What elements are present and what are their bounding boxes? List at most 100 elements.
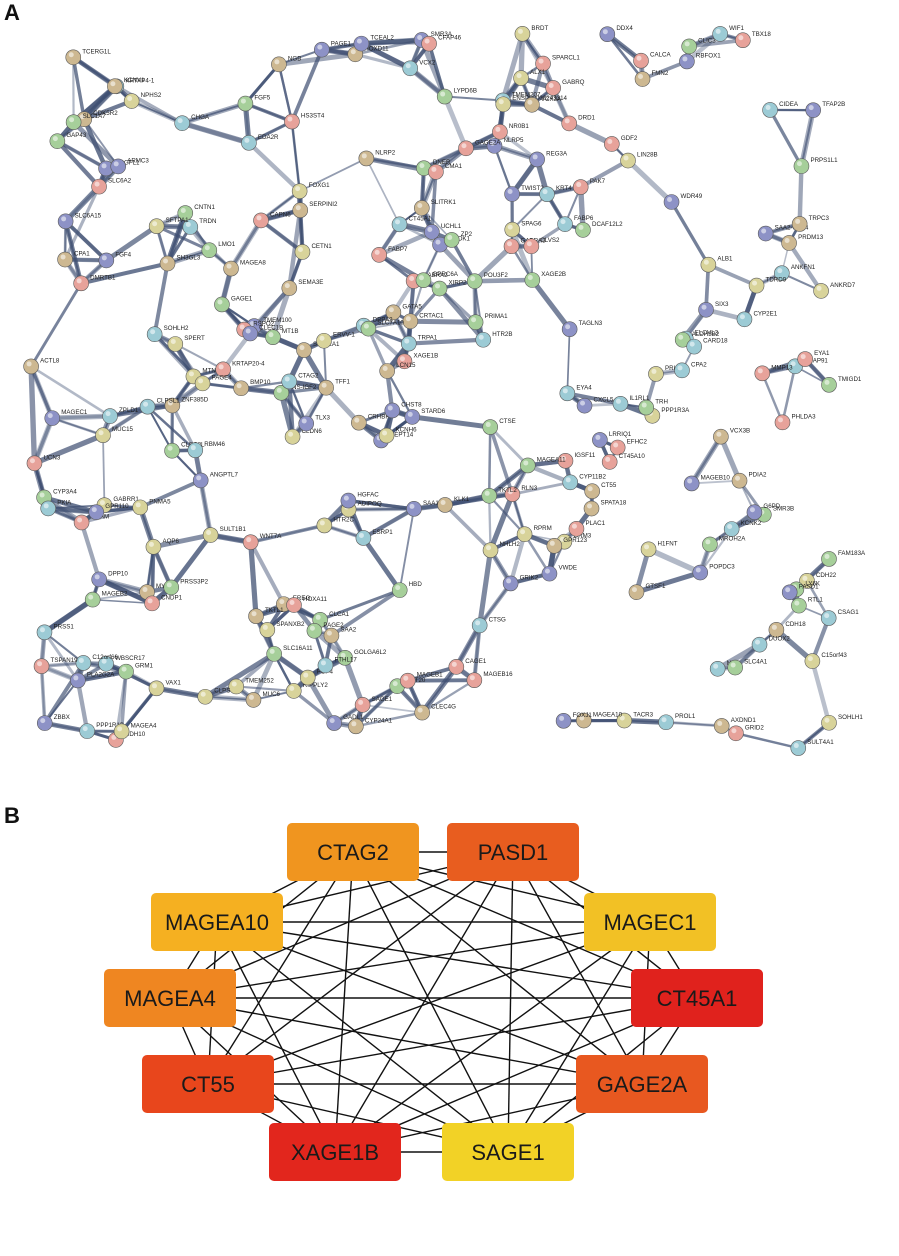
network-a-node: TSPAN19 [33, 657, 79, 674]
network-b-node: CT45A1 [631, 969, 763, 1027]
network-a-node-highlight [794, 600, 800, 606]
network-a-edge [665, 721, 722, 727]
network-a-node: TACR3 [616, 712, 654, 729]
network-a-node-label: CHST8 [401, 401, 422, 408]
network-a-node-label: KCNK2 [741, 520, 762, 527]
network-a-node-label: GAGE1 [231, 295, 253, 302]
network-a-node-circle [576, 397, 593, 414]
network-a-node-highlight [435, 283, 441, 289]
network-a-node-circle [44, 410, 61, 426]
network-a-node: WNT7A [242, 533, 282, 550]
network-a-node-highlight [667, 197, 673, 203]
network-a-node-highlight [39, 627, 45, 633]
network-a-node: DMRTB1 [73, 274, 116, 292]
network-a-node-label: CFAP46 [438, 35, 462, 42]
network-a-node: PDIA2 [731, 472, 767, 489]
network-a-node-circle [754, 365, 771, 382]
network-a-node-label: PRSS3P2 [180, 578, 208, 585]
network-a-node-circle [683, 475, 700, 492]
network-a-node-label: TSPAN19 [51, 657, 79, 664]
network-a-node-highlight [301, 418, 307, 424]
network-a-node-circle [98, 252, 115, 269]
network-a-node-label: KRTAP4-1 [125, 77, 155, 84]
network-a-edge [75, 680, 90, 732]
network-a-edge [102, 435, 106, 506]
network-a-node: KCNV1 [107, 77, 145, 95]
network-a-node-label: PRPS1L1 [810, 157, 838, 164]
network-a-node-highlight [358, 532, 364, 538]
network-a-node: MT1B [265, 328, 298, 345]
network-a-edge [787, 241, 823, 293]
network-a-node-highlight [739, 314, 745, 320]
network-a-node-label: FTHL17 [334, 656, 357, 663]
network-a-node-highlight [802, 575, 808, 581]
network-a-node-circle [612, 396, 629, 412]
network-a-node-highlight [631, 587, 637, 593]
network-a-node-label: CNDP1 [161, 594, 183, 601]
network-a-node: UCN3 [26, 454, 61, 472]
network-a-node-label: SPANXB2 [276, 621, 305, 628]
network-a-node-label: CARD18 [703, 338, 728, 345]
network-a-node: LMO1 [201, 241, 236, 259]
network-a-node-circle [713, 428, 729, 445]
network-a-node: ANKRD7 [813, 282, 856, 299]
network-a-node-highlight [571, 523, 577, 529]
network-a-node-label: GATA5 [402, 303, 422, 310]
network-a-node-highlight [538, 58, 544, 64]
network-a-node-highlight [765, 104, 771, 110]
network-a-node-highlight [121, 666, 127, 672]
network-a-node-label: HS3ST4 [301, 113, 325, 120]
network-a-node-circle [79, 723, 96, 739]
network-a-node-circle [562, 474, 579, 491]
network-a-edge [362, 704, 423, 714]
network-a-node-highlight [262, 624, 268, 630]
network-a-node-highlight [507, 489, 513, 495]
network-a-edge [31, 417, 55, 465]
network-a-node-circle [523, 238, 540, 255]
network-a-edge [454, 624, 482, 669]
network-a-node-highlight [559, 536, 565, 542]
network-a-edge [139, 478, 202, 510]
network-a-node-highlight [354, 417, 360, 423]
network-a-node-highlight [343, 495, 349, 501]
network-a-node: SOHLH2 [146, 325, 189, 343]
network-a-node-circle [797, 351, 813, 367]
network-a-node-highlight [99, 500, 105, 506]
network-a-node-highlight [578, 224, 584, 230]
network-a-node-label: HBD [409, 581, 423, 588]
network-a-node-highlight [755, 639, 761, 645]
network-a-edge [487, 427, 492, 496]
network-a-node-circle [202, 527, 219, 543]
network-a-node: CHST8 [384, 401, 422, 419]
network-b-node-label: SAGE1 [471, 1140, 544, 1165]
network-a-node: CYP24A1 [348, 717, 393, 735]
network-a-edge [28, 365, 55, 420]
network-a-node-highlight [29, 458, 35, 464]
network-a-node-label: ACTL8 [40, 357, 60, 364]
network-a-edge [427, 43, 447, 98]
network-a-node: RBM46 [187, 441, 225, 458]
network-a-node-label: MTNR1B [202, 367, 227, 374]
network-a-node-highlight [47, 413, 53, 419]
network-a-node: PLA2G2A [70, 671, 115, 689]
network-a-node-circle [821, 714, 837, 731]
network-a-node: CLDN6 [284, 428, 322, 445]
network-a-node: LYPD6B [436, 88, 477, 105]
network-a-node-label: MMP13 [771, 364, 793, 371]
network-a-node-label: MROH2A [719, 535, 746, 542]
network-a-node-circle [503, 238, 520, 255]
network-a-edge [244, 63, 280, 105]
network-a-node-label: TDRD9 [766, 277, 787, 284]
network-a-node-circle [358, 150, 375, 167]
network-a-node-highlight [824, 379, 830, 385]
network-a-node: GATA5 [385, 303, 422, 321]
network-a-node-label: DDX4 [616, 25, 633, 32]
network-b-node-label: MAGEA4 [124, 986, 216, 1011]
network-a-node-highlight [309, 625, 315, 631]
network-a-nodes: ANGPTL7SMR3BRPRMANKFN1EFHC2MYH4TFAP2BXIR… [23, 25, 866, 756]
network-a-node-highlight [785, 587, 791, 593]
network-a-node-highlight [730, 662, 736, 668]
network-a-node-highlight [687, 478, 693, 484]
network-a-node-circle [294, 244, 311, 260]
network-a-node-highlight [695, 567, 701, 573]
